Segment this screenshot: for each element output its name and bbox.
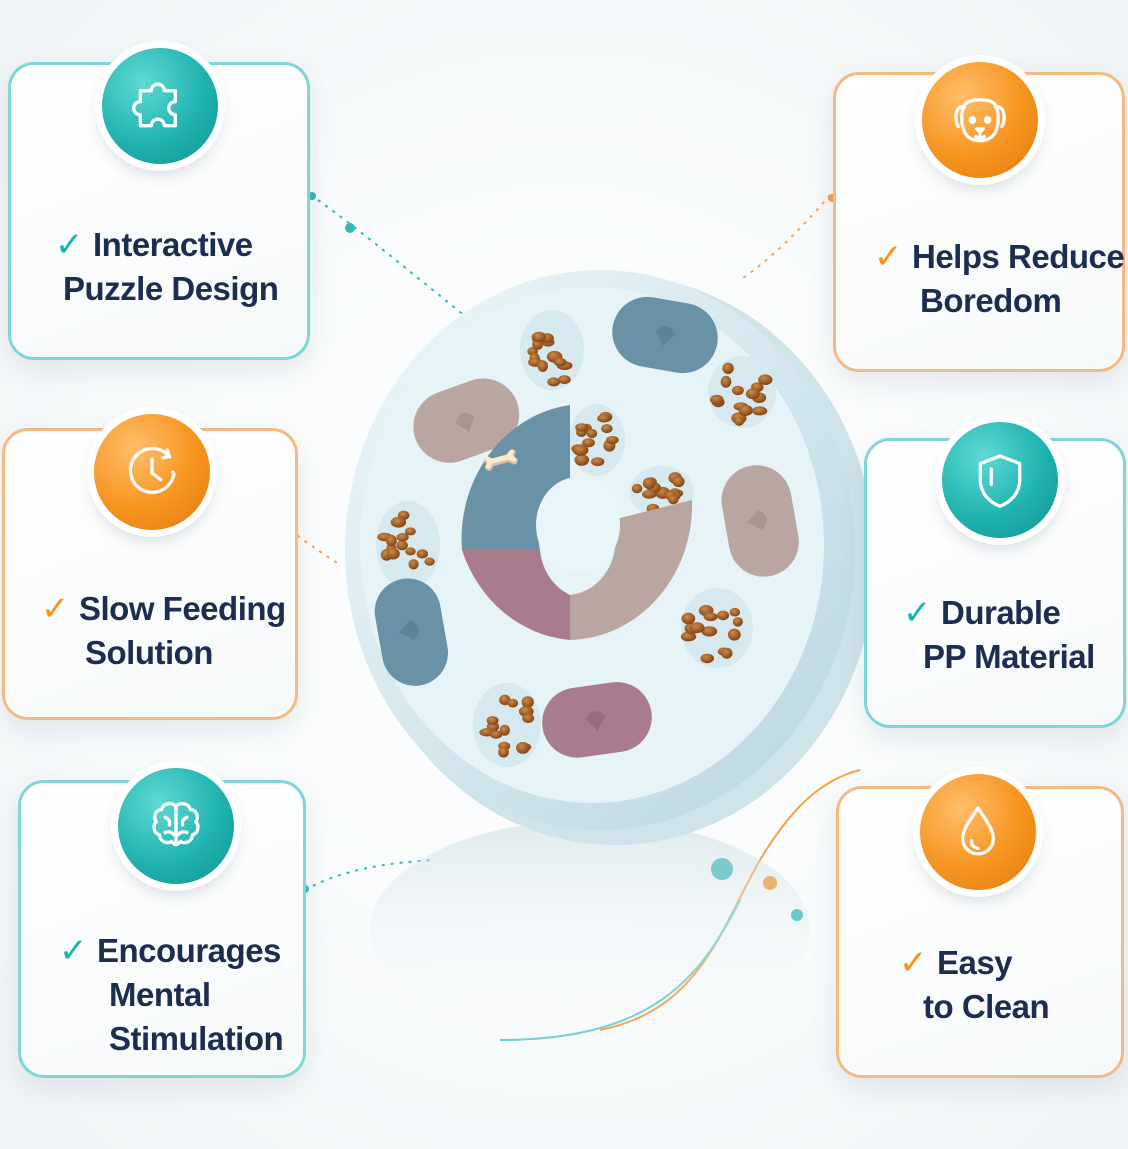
bowl-reflection — [370, 820, 810, 1040]
kibble — [642, 489, 657, 499]
kibble — [575, 423, 589, 432]
connector-curve — [317, 199, 471, 321]
dog-face-icon — [922, 62, 1038, 178]
kibble — [734, 416, 745, 426]
checkmark-icon: ✓ — [874, 238, 903, 276]
kibble — [727, 628, 741, 641]
kibble — [404, 527, 416, 536]
kibble — [751, 406, 768, 416]
kibble — [405, 547, 416, 556]
kibble — [386, 534, 397, 547]
checkmark-icon: ✓ — [41, 590, 70, 628]
kibble — [597, 414, 611, 423]
feature-label: ✓Encourages Mental Stimulation — [59, 932, 284, 1057]
kibble — [489, 730, 503, 739]
kibble — [531, 331, 547, 343]
kibble — [606, 436, 619, 444]
kibble — [710, 394, 724, 405]
kibble — [558, 375, 571, 385]
kibble — [720, 375, 732, 388]
feature-card-mental: ✓Encourages Mental Stimulation — [18, 780, 306, 1078]
kibble — [631, 483, 643, 494]
kibble — [574, 454, 590, 466]
kibble — [582, 438, 595, 448]
kibble — [700, 653, 714, 664]
kibble — [553, 357, 567, 367]
kibble — [537, 360, 548, 372]
checkmark-icon: ✓ — [55, 226, 84, 264]
kibble — [717, 610, 730, 621]
kibble — [672, 476, 685, 488]
kibble — [586, 428, 598, 439]
kibble — [729, 607, 741, 617]
kibble — [745, 388, 761, 400]
kibble — [408, 559, 419, 570]
kibble — [642, 477, 656, 489]
kibble — [486, 716, 499, 726]
kibble — [499, 724, 510, 736]
checkmark-icon: ✓ — [59, 932, 88, 970]
feature-label: ✓Slow Feeding Solution — [41, 590, 286, 671]
kibble — [521, 696, 534, 708]
kibble — [390, 516, 407, 528]
kibble — [758, 374, 773, 386]
kibble — [668, 494, 679, 505]
kibble — [703, 612, 718, 622]
shield-icon — [942, 422, 1058, 538]
kibble — [424, 557, 435, 566]
kibble — [601, 424, 613, 434]
feature-label: ✓Durable PP Material — [903, 594, 1095, 675]
kibble — [498, 746, 509, 758]
puzzle-icon — [102, 48, 218, 164]
clock-icon — [94, 414, 210, 530]
kibble — [522, 713, 535, 723]
connector-curve — [289, 529, 341, 566]
puzzle-feeder-bowl: 🦴 — [345, 270, 875, 845]
kibble — [516, 742, 530, 754]
kibble — [732, 617, 743, 627]
kibble — [507, 698, 519, 708]
kibble — [689, 622, 705, 634]
feature-label: ✓Easy to Clean — [899, 944, 1050, 1025]
brain-icon — [118, 768, 234, 884]
kibble — [396, 533, 409, 542]
checkmark-icon: ✓ — [903, 594, 932, 632]
kibble — [722, 362, 734, 374]
kibble — [396, 540, 408, 551]
connector-curve — [739, 194, 831, 281]
kibble — [680, 631, 697, 642]
kibble — [547, 377, 561, 387]
kibble — [701, 626, 718, 637]
kibble — [572, 444, 589, 456]
kibble — [386, 547, 400, 560]
water-drop-icon — [920, 774, 1036, 890]
kibble — [731, 385, 744, 396]
kibble — [591, 457, 605, 467]
kibble — [721, 647, 733, 659]
feature-card-slow-feeding: ✓Slow Feeding Solution — [2, 428, 298, 720]
kibble — [416, 549, 428, 559]
feature-label: ✓Interactive Puzzle Design — [55, 226, 279, 307]
feature-label: ✓Helps Reduce Boredom — [874, 238, 1125, 319]
kibble — [738, 404, 753, 416]
checkmark-icon: ✓ — [899, 944, 928, 982]
kibble — [681, 612, 696, 625]
